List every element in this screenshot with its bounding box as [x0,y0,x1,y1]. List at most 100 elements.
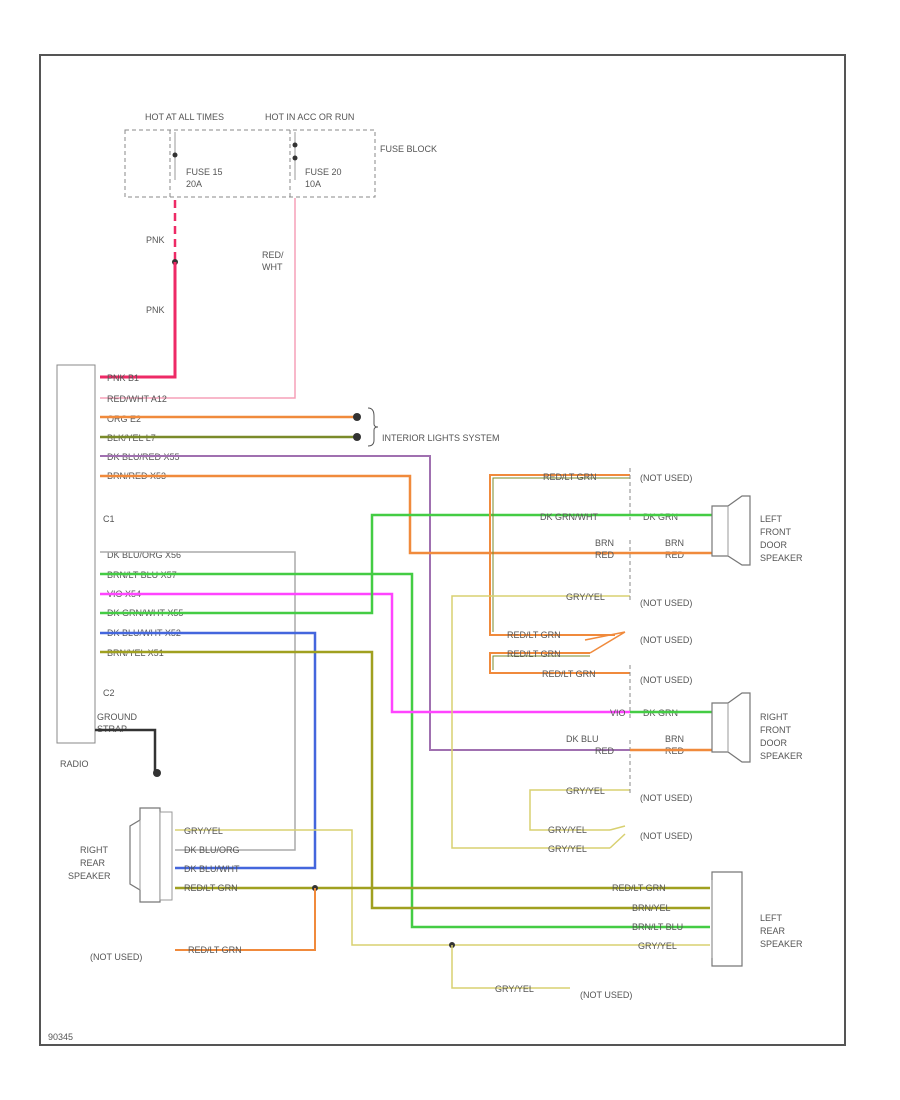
c1-label: C1 [103,514,115,524]
brn-label-2: BRN [665,538,684,548]
dk-blu-red-wire [100,455,630,751]
fuse-terminal [172,152,178,158]
interior-lights-terminal [353,433,361,441]
radio: RADIO C1 C2 GROUND STRAP PNK B1 RED/WHT … [56,364,183,777]
lr-speaker-label-3: SPEAKER [760,939,803,949]
red-wht-label-1: RED/ [262,250,284,260]
red-lt-grn-label-2: RED/LT GRN [507,630,561,640]
bottom-red-lt-grn-label: RED/LT GRN [188,945,242,955]
gry-yel-label-3: GRY/YEL [548,825,587,835]
right-rear-speaker: RIGHT REAR SPEAKER GRY/YEL DK BLU/ORG DK… [68,807,710,955]
fuse-terminal [292,155,298,161]
gry-yel-crossing [609,825,626,849]
mid-wires: RED/LT GRN DK GRN/WHT DK GRN BRN RED BRN… [90,468,692,1000]
pnk-lower-label: PNK [146,305,165,315]
lr-speaker-body [711,871,743,967]
lr-pin-3: BRN/LT BLU [632,922,683,932]
red-lt-grn-label-4: RED/LT GRN [542,669,596,679]
radio-body [56,364,96,744]
fuse-block: HOT AT ALL TIMES HOT IN ACC OR RUN FUSE … [124,112,437,198]
lr-speaker-label-2: REAR [760,926,786,936]
not-used-label: (NOT USED) [640,675,692,685]
dk-grn-label-1: DK GRN [643,512,678,522]
fuse-20-amps: 10A [305,179,321,189]
interior-lights-brace [367,407,379,447]
not-used-label: (NOT USED) [580,990,632,1000]
not-used-label: (NOT USED) [90,952,142,962]
gry-yel-loop-2 [529,789,630,831]
rr-speaker-label-1: RIGHT [80,845,109,855]
dk-blu-wht-wire [100,631,317,870]
pnk-wire [100,262,177,379]
vio-wire [100,592,630,714]
fuse-15-amps: 20A [186,179,202,189]
not-used-label: (NOT USED) [640,598,692,608]
ground-label: GROUND [97,712,137,722]
red-label-3: RED [595,746,615,756]
radio-label: RADIO [60,759,89,769]
radio-wires: INTERIOR LIGHTS SYSTEM [100,407,710,929]
brn-label-1: BRN [595,538,614,548]
not-used-label: (NOT USED) [640,831,692,841]
red-lt-grn-loop [489,474,630,636]
lf-speaker-body [711,495,751,566]
hot-ignition-label: HOT IN ACC OR RUN [265,112,354,122]
rf-speaker-label-2: FRONT [760,725,791,735]
gry-yel-loop-1 [451,595,630,849]
red-lt-grn-label-1: RED/LT GRN [543,472,597,482]
lr-gry-yel-drop [451,945,570,989]
ground-strap-wire [95,728,157,772]
red-lt-grn-label-3: RED/LT GRN [507,649,561,659]
red-lt-grn-loop-olive [492,477,630,632]
rr-pin-3: DK BLU/WHT [184,864,240,874]
pnk-upper-label: PNK [146,235,165,245]
vio-label: VIO [610,708,626,718]
red-wht-wire [100,198,296,399]
lr-pin-4: GRY/YEL [638,941,677,951]
rr-pin-1: GRY/YEL [184,826,223,836]
fuse-block-label: FUSE BLOCK [380,144,437,154]
left-rear-speaker: LEFT REAR SPEAKER RED/LT GRN BRN/YEL BRN… [449,871,803,994]
dk-blu-org-wire [100,551,296,851]
fuse-15-label: FUSE 15 [186,167,223,177]
interior-lights-label: INTERIOR LIGHTS SYSTEM [382,433,500,443]
feed-wires: PNK PNK RED/ WHT [100,198,296,399]
lf-speaker-label-4: SPEAKER [760,553,803,563]
fuse-terminal [292,142,298,148]
right-front-speaker: RIGHT FRONT DOOR SPEAKER [630,692,803,763]
brn-lt-blu-wire [100,572,710,929]
c1-pin-3: ORG E2 [107,414,141,424]
rr-connector [159,811,173,901]
rr-speaker-label-3: SPEAKER [68,871,111,881]
lr-pin-1: RED/LT GRN [612,883,666,893]
bottom-gry-yel-label: GRY/YEL [495,984,534,994]
not-used-label: (NOT USED) [640,473,692,483]
red-wht-label-2: WHT [262,262,283,272]
rr-red-lt-grn-drop [175,888,316,951]
not-used-label: (NOT USED) [640,793,692,803]
interior-lights-terminal [353,413,361,421]
dk-blu-label: DK BLU [566,734,599,744]
rr-speaker-label-2: REAR [80,858,106,868]
hot-at-all-times-label: HOT AT ALL TIMES [145,112,224,122]
rr-speaker-body [129,807,161,903]
c2-label: C2 [103,688,115,698]
lr-speaker-label-1: LEFT [760,913,783,923]
diagram-frame [39,54,846,1046]
rf-speaker-label-4: SPEAKER [760,751,803,761]
c2-pin-1: DK BLU/ORG X56 [107,550,181,560]
lf-speaker-label-2: FRONT [760,527,791,537]
red-lt-grn-loop-2-olive [492,655,590,670]
c1-pin-2: RED/WHT A12 [107,394,167,404]
gry-yel-label-1: GRY/YEL [566,592,605,602]
lf-speaker-label-3: DOOR [760,540,788,550]
lr-pin-2: BRN/YEL [632,903,671,913]
rf-speaker-label-3: DOOR [760,738,788,748]
corner-code: 90345 [48,1032,73,1042]
left-front-speaker: LEFT FRONT DOOR SPEAKER [630,495,803,566]
brn-yel-wire [100,650,710,910]
rr-pin-4: RED/LT GRN [184,883,238,893]
lf-speaker-label-1: LEFT [760,514,783,524]
gry-yel-label-2: GRY/YEL [566,786,605,796]
